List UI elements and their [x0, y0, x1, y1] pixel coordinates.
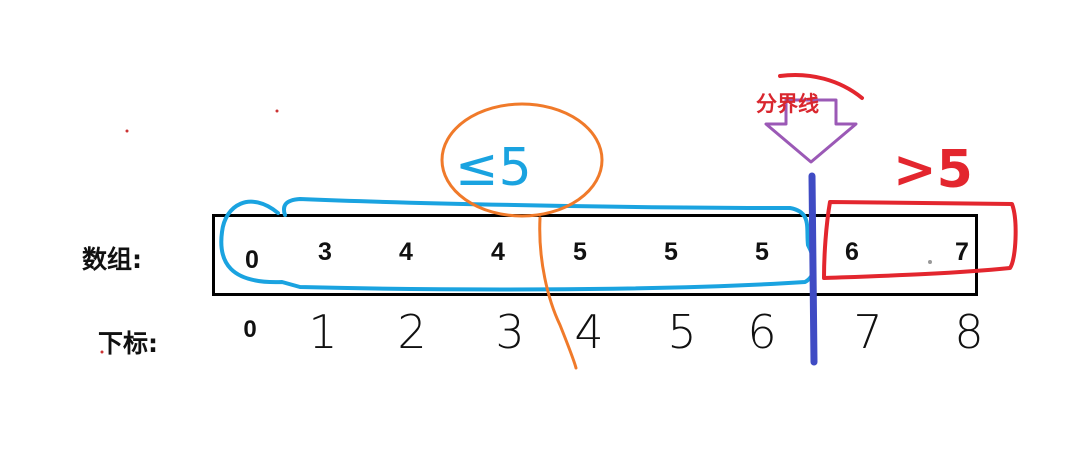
index-4: 4 [574, 305, 604, 359]
index-8: 8 [954, 305, 984, 359]
divider-line [808, 172, 818, 366]
array-cell-2: 4 [399, 238, 413, 266]
speck-mark [275, 109, 279, 113]
speck-mark [100, 350, 104, 354]
array-row-label: 数组: [82, 245, 142, 274]
index-row-label: 下标: [98, 329, 158, 358]
index-5: 5 [667, 305, 697, 359]
condition-circle [440, 102, 604, 218]
right-group-outline [822, 200, 1018, 280]
index-0: 0 [243, 316, 257, 343]
array-cell-4: 5 [573, 238, 587, 266]
index-2: 2 [397, 305, 427, 359]
array-cell-3: 4 [491, 238, 505, 266]
index-6: 6 [747, 305, 777, 359]
array-cell-5: 5 [664, 238, 678, 266]
array-cell-6: 5 [755, 238, 769, 266]
array-cell-1: 3 [318, 238, 332, 266]
array-cell-0: 0 [245, 246, 259, 274]
divider-label: 分界线 [756, 92, 819, 116]
array-cell-7: 6 [845, 238, 859, 266]
circle-tail-line [538, 216, 578, 370]
right-condition-label: >5 [893, 140, 973, 200]
index-7: 7 [853, 305, 883, 359]
speck-mark [928, 260, 932, 264]
down-arrow-icon [764, 98, 858, 164]
index-3: 3 [495, 305, 525, 359]
array-box [212, 214, 978, 296]
left-condition-label: ≤5 [455, 138, 532, 198]
index-1: 1 [308, 305, 338, 359]
speck-mark [125, 129, 129, 133]
red-arc-mark [778, 73, 864, 100]
array-cell-8: 7 [955, 238, 969, 266]
left-group-outline [219, 197, 816, 292]
